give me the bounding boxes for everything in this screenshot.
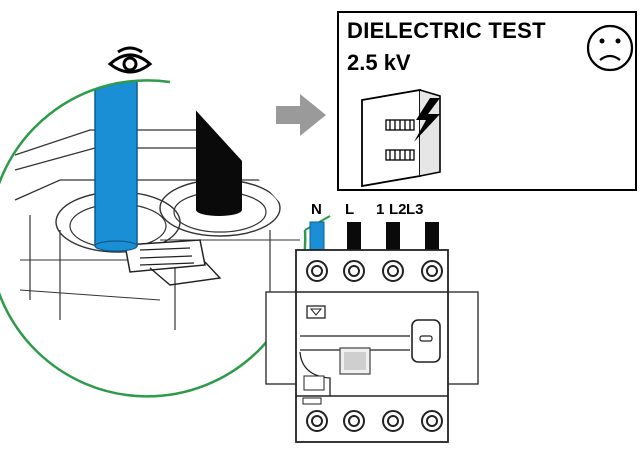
terminal-label-l: L — [345, 201, 355, 218]
bottom-terminal-screws — [306, 410, 443, 432]
phase-wire-l — [347, 222, 361, 256]
test-title: DIELECTRIC TEST — [347, 18, 546, 43]
phase-wire-l3 — [425, 222, 439, 256]
test-button — [306, 305, 326, 319]
terminal-label-l2: L2 — [389, 201, 407, 218]
residual-current-device — [265, 221, 479, 443]
sad-face-icon — [586, 24, 634, 72]
phase-wire-l2 — [386, 222, 400, 256]
arrow-right-icon — [276, 94, 326, 136]
electrical-cabinet-lightning-icon — [361, 88, 441, 188]
terminal-label-l3: L3 — [406, 201, 424, 218]
phase-wire-magnified — [196, 80, 242, 210]
terminal-label-l1: 1 — [376, 201, 385, 218]
test-voltage: 2.5 kV — [347, 50, 411, 75]
eye-icon — [107, 46, 153, 74]
terminal-label-n: N — [311, 201, 322, 218]
top-terminal-screws — [306, 260, 443, 282]
